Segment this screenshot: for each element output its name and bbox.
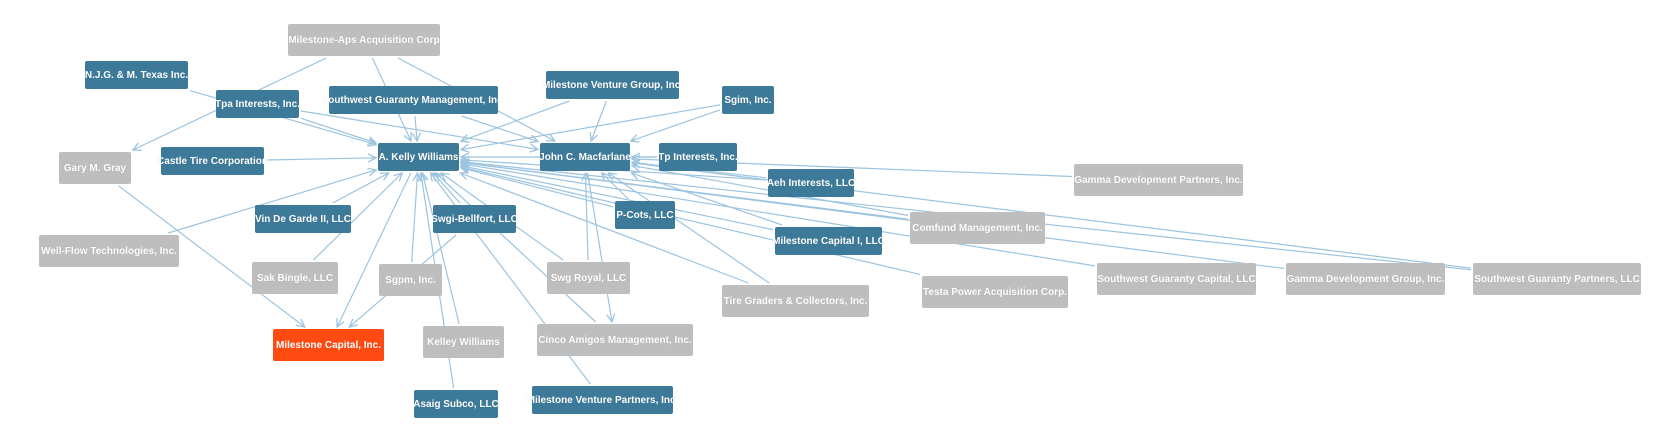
node-aeh-interests-llc[interactable]: Aeh Interests, LLC: [767, 169, 855, 197]
edge-sgmi-to-jcm: [461, 115, 538, 141]
node-swg-royal-llc[interactable]: Swg Royal, LLC: [547, 262, 630, 294]
edge-pcots-to-akw: [461, 168, 614, 208]
node-milestone-capital-inc[interactable]: Milestone Capital, Inc.: [273, 329, 384, 361]
node-cinco-amigos-management-inc[interactable]: Cinco Amigos Management, Inc.: [537, 324, 693, 356]
node-testa-power-acquisition-corp[interactable]: Testa Power Acquisition Corp.: [922, 276, 1068, 308]
edge-gary-to-mci: [118, 185, 305, 327]
edge-sgpm-to-akw: [411, 173, 418, 263]
node-njg-m-texas-inc[interactable]: N.J.G. & M. Texas Inc.: [85, 61, 188, 89]
edge-akw-to-mci: [337, 172, 412, 327]
edge-gdg-to-akw: [461, 163, 1285, 270]
node-sak-bingle-llc[interactable]: Sak Bingle, LLC: [252, 262, 338, 294]
edge-cinco-to-akw: [436, 173, 597, 323]
node-p-cots-llc[interactable]: P-Cots, LLC: [615, 201, 675, 229]
node-castle-tire-corporation[interactable]: Castle Tire Corporation: [157, 147, 268, 175]
node-kelley-williams[interactable]: Kelley Williams: [423, 326, 504, 358]
node-milestone-venture-partners-inc[interactable]: Milestone Venture Partners, Inc.: [527, 386, 678, 414]
node-vin-de-garde-ii-llc[interactable]: Vin De Garde II, LLC: [255, 205, 351, 233]
node-milestone-aps-acquisition-corp[interactable]: Milestone-Aps Acquisition Corp: [288, 24, 440, 56]
node-tp-interests-inc[interactable]: Tp Interests, Inc.: [658, 143, 738, 171]
node-gamma-development-group-inc[interactable]: Gamma Development Group, Inc.: [1286, 263, 1445, 295]
edge-sgim-to-jcm: [631, 109, 721, 141]
node-southwest-guaranty-capital-llc[interactable]: Southwest Guaranty Capital, LLC: [1097, 263, 1256, 295]
edge-wellflow-to-akw: [168, 170, 376, 234]
node-tpa-interests-inc[interactable]: Tpa Interests, Inc.: [215, 90, 300, 118]
edge-mc1-to-akw: [461, 166, 774, 231]
edge-sgc-to-akw: [461, 164, 1096, 267]
edge-mc1-to-jcm: [631, 173, 783, 226]
edge-swgr-to-jcm: [586, 173, 589, 261]
node-southwest-guaranty-management-inc[interactable]: Southwest Guaranty Management, Inc.: [322, 86, 505, 114]
node-sgpm-inc[interactable]: Sgpm, Inc.: [379, 264, 442, 296]
edge-castle-to-akw: [265, 158, 376, 160]
edge-sgim-to-akw: [461, 104, 721, 150]
node-sgim-inc[interactable]: Sgim, Inc.: [722, 86, 774, 114]
node-comfund-management-inc[interactable]: Comfund Management, Inc.: [910, 212, 1045, 244]
node-milestone-venture-group-inc[interactable]: Milestone Venture Group, Inc.: [542, 71, 683, 99]
edge-sgp-to-jcm: [632, 163, 1472, 269]
edge-tgc-to-akw: [460, 173, 749, 284]
node-gamma-development-partners-inc[interactable]: Gamma Development Partners, Inc.: [1074, 164, 1243, 196]
edge-mvg-to-jcm: [591, 100, 607, 141]
node-well-flow-technologies-inc[interactable]: Well-Flow Technologies, Inc.: [39, 235, 179, 267]
edge-vdg-to-akw: [332, 173, 389, 204]
node-a-kelly-williams[interactable]: A. Kelly Williams: [378, 143, 459, 171]
edge-jcm-to-cinco: [587, 172, 612, 322]
node-john-c-macfarlane[interactable]: John C. Macfarlane: [539, 143, 631, 171]
edge-sgmi-to-akw: [415, 115, 417, 141]
node-milestone-capital-i-llc[interactable]: Milestone Capital I, LLC: [772, 227, 885, 255]
node-gary-m-gray[interactable]: Gary M. Gray: [59, 152, 131, 184]
node-asaig-subco-llc[interactable]: Asaig Subco, LLC: [413, 390, 499, 418]
edge-mvg-to-akw: [461, 100, 570, 141]
edge-testa-to-akw: [461, 167, 921, 275]
edge-kelley-to-akw: [422, 173, 460, 325]
node-southwest-guaranty-partners-llc[interactable]: Southwest Guaranty Partners, LLC: [1473, 263, 1641, 295]
edge-sak-to-akw: [312, 173, 402, 261]
node-swgi-bellfort-llc[interactable]: Swgi-Bellfort, LLC: [431, 205, 518, 233]
node-tire-graders-collectors-inc[interactable]: Tire Graders & Collectors, Inc.: [722, 285, 869, 317]
edge-tpa-to-akw: [300, 117, 376, 143]
